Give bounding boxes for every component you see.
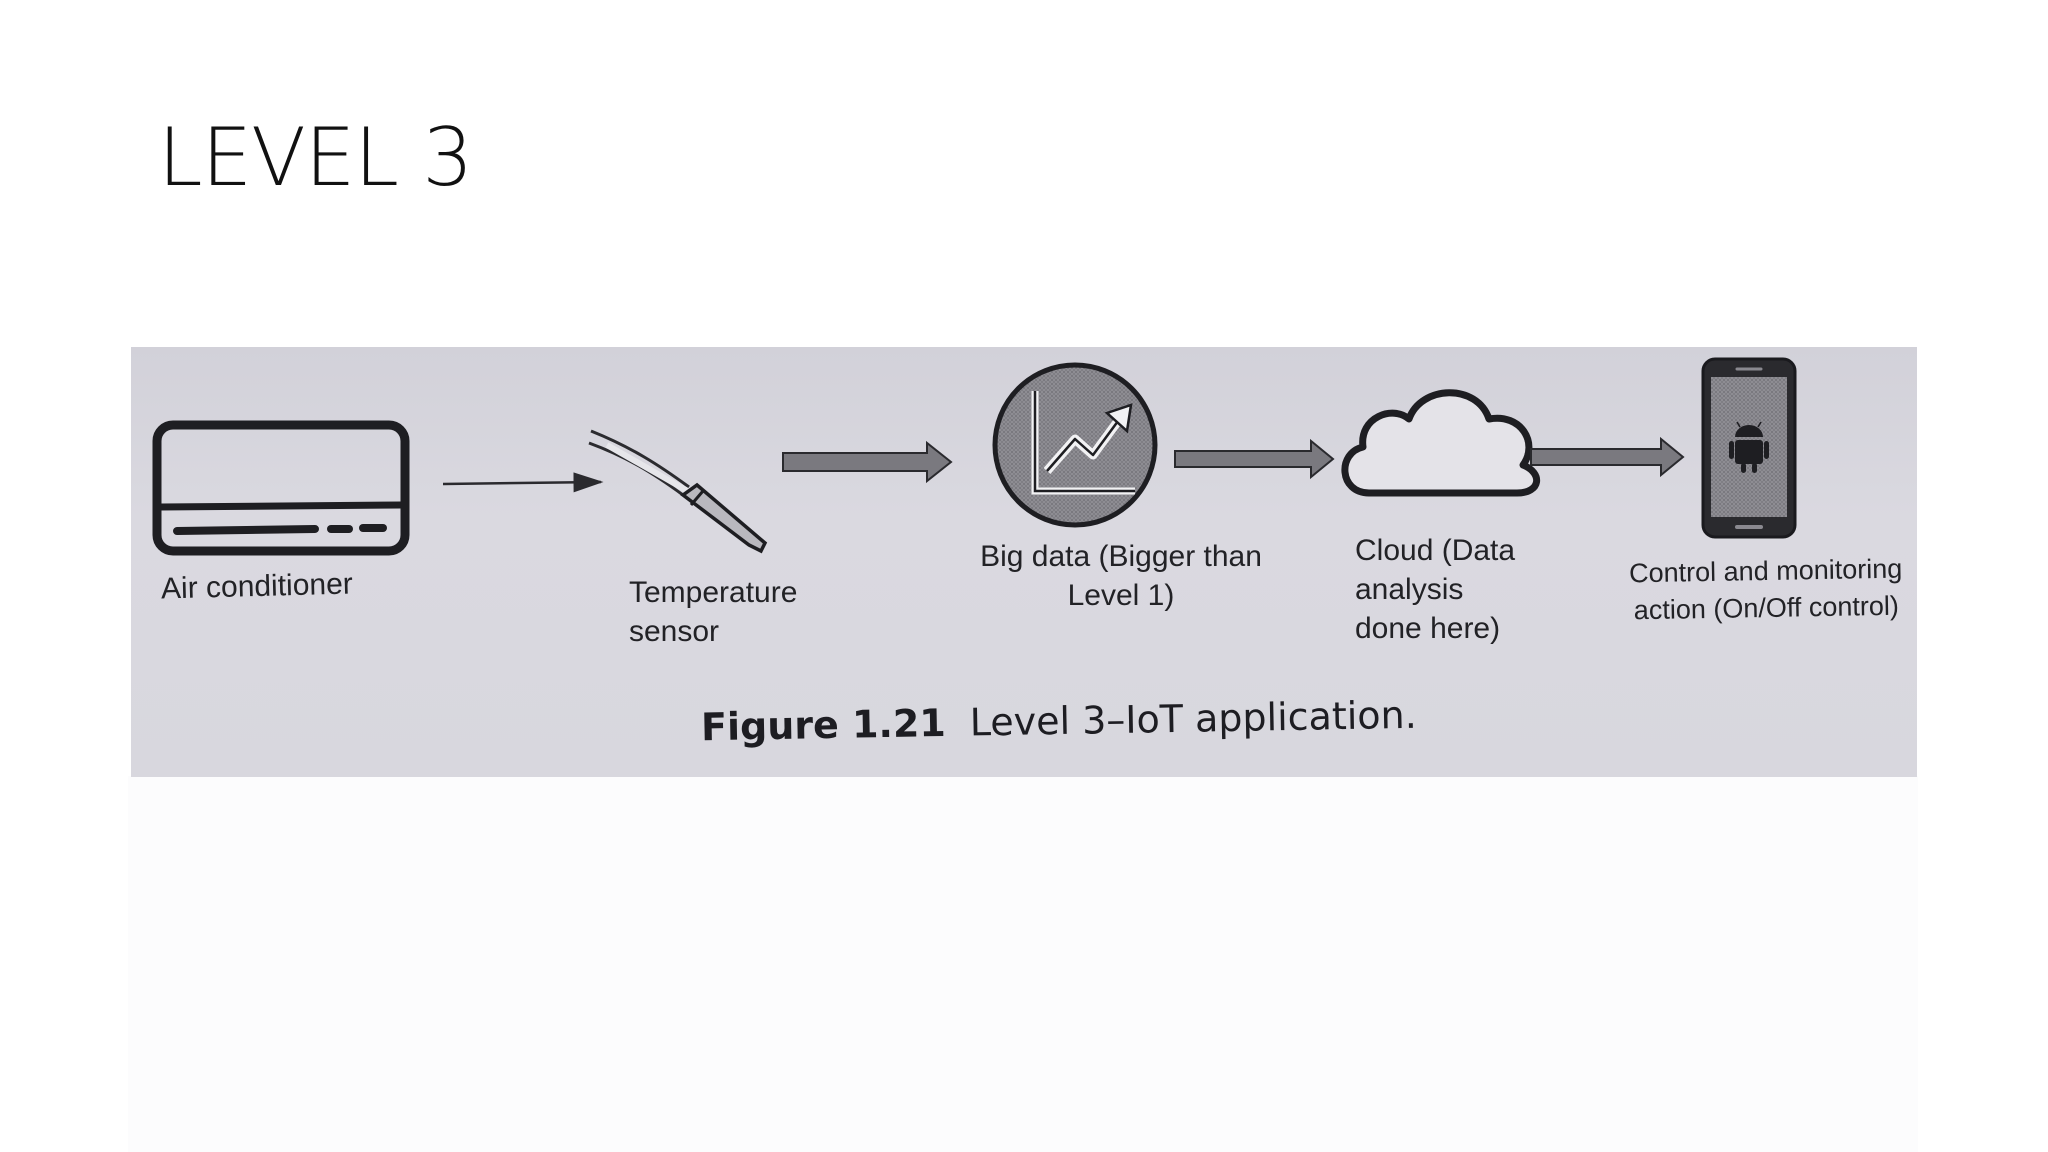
label-control: Control and monitoring action (On/Off co…: [1628, 553, 1903, 626]
edge-sensor-to-bigdata: [782, 440, 953, 484]
android-phone-icon: [1701, 357, 1797, 539]
label-cloud: Cloud (Data analysis done here): [1355, 534, 1516, 645]
edge-bigdata-to-cloud: [1174, 438, 1335, 480]
diagram-canvas: [152, 357, 1797, 556]
edge-cloud-to-control: [1530, 436, 1685, 478]
air-conditioner-icon: [152, 420, 410, 556]
cloud-icon: [1341, 389, 1541, 497]
growth-chart-icon: [992, 362, 1158, 528]
android-robot-icon: [1729, 421, 1769, 473]
caption-text: Level 3–IoT application.: [969, 692, 1418, 745]
label-temperature-sensor: Temperature sensor: [629, 576, 798, 648]
iot-level3-figure: Air conditioner Temperature sensor Big d…: [131, 347, 1917, 777]
temperature-sensor-icon: [588, 429, 768, 554]
edge-ac-to-sensor: [442, 472, 604, 493]
slide-title: LEVEL 3: [158, 111, 473, 204]
caption-number: Figure 1.21: [700, 700, 947, 750]
label-air-conditioner: Air conditioner: [160, 567, 354, 606]
label-big-data: Big data (Bigger than Level 1): [980, 540, 1262, 612]
background-panel: [128, 776, 1918, 1152]
